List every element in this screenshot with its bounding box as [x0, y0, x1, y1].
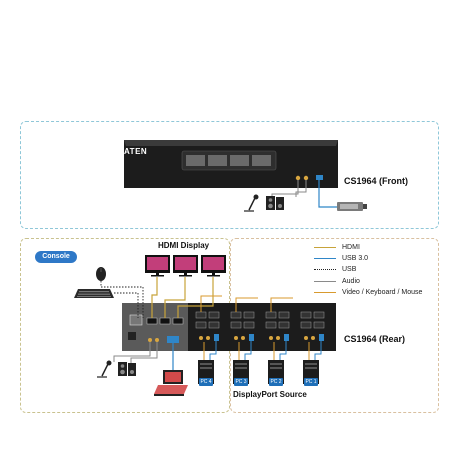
legend-label: Video / Keyboard / Mouse — [342, 288, 423, 296]
monitor-icon — [201, 255, 226, 277]
monitor-icon — [173, 255, 198, 277]
kvm-front-unit-icon — [124, 140, 338, 188]
legend-item-video-keyboard-mouse: Video / Keyboard / Mouse — [314, 287, 422, 297]
legend-swatch — [314, 246, 336, 248]
laptop-icon — [154, 370, 188, 396]
microphone-icon — [97, 360, 112, 378]
legend-item-hdmi: HDMI — [314, 242, 360, 252]
monitor-icon — [145, 255, 170, 277]
front-brand-logo: ATEN — [124, 147, 148, 156]
legend-swatch — [314, 291, 336, 293]
legend-label: USB — [342, 265, 357, 273]
speakers-icon — [266, 196, 284, 210]
pc-tag: PC 3 — [234, 378, 248, 386]
speakers-icon — [118, 362, 136, 376]
keyboard-icon — [74, 289, 114, 298]
legend-swatch — [314, 280, 336, 282]
pc-tag: PC 1 — [304, 378, 318, 386]
legend-swatch — [314, 257, 336, 259]
kvm-rear-unit-icon — [122, 303, 336, 351]
legend-label: HDMI — [342, 243, 360, 251]
legend-item-audio: Audio — [314, 276, 360, 286]
front-region — [20, 121, 439, 229]
displayport-source-label: DisplayPort Source — [233, 390, 307, 399]
legend-label: USB 3.0 — [342, 254, 369, 262]
usb-flash-drive-icon — [337, 202, 367, 211]
hdmi-display-label: HDMI Display — [158, 241, 210, 250]
legend-swatch — [314, 268, 336, 270]
front-unit-label: CS1964 (Front) — [344, 176, 409, 186]
rear-unit-label: CS1964 (Rear) — [344, 334, 406, 344]
console-tag: Console — [35, 251, 77, 263]
pc-tag: PC 4 — [199, 378, 213, 386]
microphone-icon — [244, 194, 259, 212]
pc-tag: PC 2 — [269, 378, 283, 386]
legend-item-usb: USB — [314, 264, 356, 274]
legend-label: Audio — [342, 277, 360, 285]
legend-item-usb3: USB 3.0 — [314, 253, 368, 263]
mouse-icon — [96, 267, 106, 281]
